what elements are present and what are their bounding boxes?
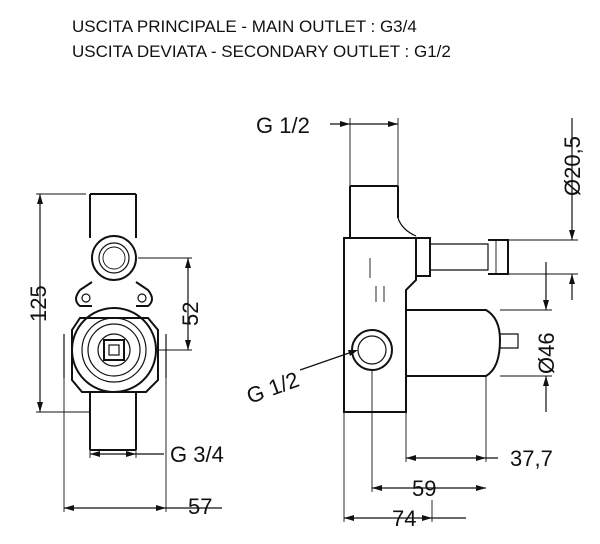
dim-74-label: 74	[392, 506, 416, 531]
bracket-hole-left	[81, 293, 91, 303]
dim-52-label: 52	[178, 302, 203, 326]
front-main-body	[71, 317, 159, 393]
side-dimensions: G 1/2 Ø20,5 Ø46 G 1/2 37,7 59	[243, 113, 585, 531]
side-spindle	[500, 333, 519, 349]
side-cartridge-housing	[405, 309, 502, 377]
front-upper-nut-inner	[98, 242, 130, 274]
thread-top-label: G 1/2	[256, 113, 310, 138]
front-lower-outlet	[89, 392, 137, 451]
dim-d205-label: Ø20,5	[560, 136, 585, 196]
side-top-pipe	[349, 185, 399, 238]
front-cartridge	[97, 333, 131, 367]
dim-57-label: 57	[188, 494, 212, 519]
front-cartridge-square	[103, 339, 125, 361]
leader-g12-side	[299, 351, 353, 371]
dim-125-label: 125	[26, 285, 51, 322]
front-main-ring	[71, 307, 157, 393]
front-top-pipe	[89, 193, 137, 238]
bracket-hole-right	[137, 293, 147, 303]
thread-side-label: G 1/2	[243, 367, 302, 409]
thread-main-label: G 3/4	[170, 442, 224, 467]
dim-59-label: 59	[412, 476, 436, 501]
front-view	[63, 193, 167, 451]
side-right-connector	[430, 243, 489, 271]
dim-377-label: 37,7	[510, 446, 553, 471]
header-secondary-outlet: USCITA DEVIATA - SECONDARY OUTLET : G1/2	[72, 42, 451, 61]
dim-d46-label: Ø46	[534, 332, 559, 374]
front-upper-nut	[91, 235, 137, 281]
header-main-outlet: USCITA PRINCIPALE - MAIN OUTLET : G3/4	[72, 17, 417, 36]
side-view	[343, 185, 519, 413]
front-bracket	[75, 281, 153, 307]
front-dimensions: 125 52 G 3/4 57	[26, 193, 224, 519]
